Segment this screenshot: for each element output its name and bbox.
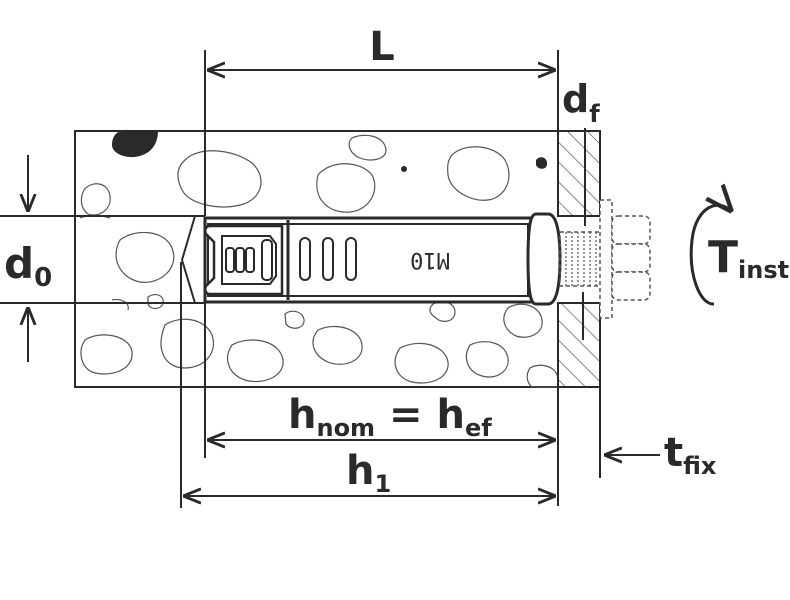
dimension-t-fix: tfix: [599, 387, 717, 480]
label-d-0-sub: 0: [34, 263, 52, 293]
anchor-sleeve: M10: [203, 212, 562, 306]
label-d-0-main: d: [4, 239, 34, 288]
anchor-head: [526, 212, 562, 306]
rotation-arrow-icon: [689, 205, 732, 306]
dimension-d-0: d0: [0, 155, 190, 362]
label-t-fix-main: t: [664, 430, 683, 476]
label-T-sub: inst: [738, 256, 789, 284]
void-small-2: [536, 157, 548, 169]
label-equals: =: [375, 392, 436, 438]
dimension-L: L: [204, 24, 559, 216]
label-h-nom-main: h: [288, 392, 316, 438]
label-h-ef-sub: ef: [465, 414, 492, 442]
void-large: [112, 129, 158, 158]
svg-text:hnom = hef: hnom = hef: [288, 392, 492, 442]
label-T-main: T: [708, 232, 738, 283]
svg-text:Tinst: Tinst: [708, 232, 789, 284]
dimension-h-nom: hnom = hef: [204, 303, 559, 506]
anchor-marking: M10: [410, 247, 450, 272]
svg-text:df: df: [562, 77, 600, 128]
svg-text:h1: h1: [346, 448, 391, 498]
label-h-nom-sub: nom: [316, 414, 375, 442]
label-d-f-main: d: [562, 77, 589, 121]
label-L: L: [369, 24, 395, 70]
label-h-1-main: h: [346, 448, 374, 494]
void-small: [401, 166, 407, 172]
threaded-bolt: [559, 199, 651, 319]
label-t-fix-sub: fix: [683, 452, 717, 480]
expansion-cone: [203, 224, 284, 296]
svg-text:d0: d0: [4, 239, 52, 293]
label-h-1-sub: 1: [374, 470, 391, 498]
sleeve-slots: [299, 237, 357, 281]
dimension-h-1: h1: [180, 262, 556, 508]
nut: [611, 215, 651, 301]
torque-indicator: Tinst: [689, 205, 789, 306]
label-h-ef-main: h: [436, 392, 464, 438]
fixture-plate: [557, 130, 601, 388]
washer: [599, 199, 613, 319]
svg-text:tfix: tfix: [664, 430, 717, 480]
dimension-d-f: df: [562, 77, 600, 340]
label-d-f-sub: f: [589, 100, 600, 128]
